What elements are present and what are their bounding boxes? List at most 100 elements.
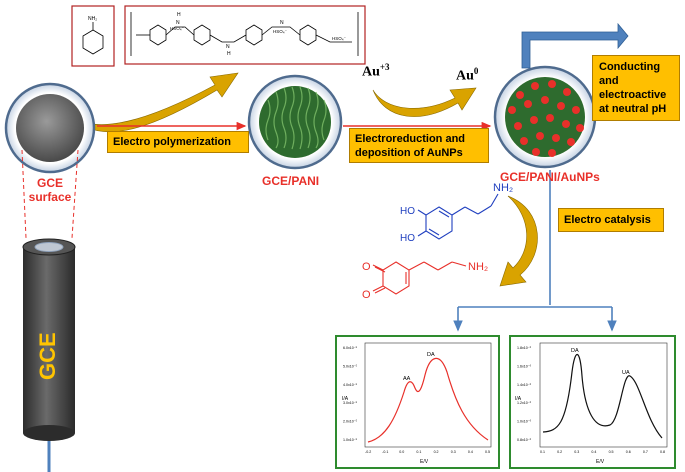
pani-n-3: N <box>280 20 284 26</box>
pani-hso4-3: HSO₄⁻ <box>332 36 347 41</box>
plot-right-x-tick-label: 0.1 <box>540 450 545 454</box>
plot-right-x-tick-label: 0.8 <box>660 450 665 454</box>
plot-left-curve <box>367 357 489 443</box>
quinone-o-1: O <box>362 261 371 273</box>
pani-n-2: N <box>226 44 230 50</box>
plot-left-x-tick-label: -0.2 <box>365 450 371 454</box>
plot-right-peak-da: DA <box>571 348 579 354</box>
plot-left-x-tick-label: 0.5 <box>485 450 490 454</box>
aniline-structure <box>82 22 104 55</box>
plot-right-y-tick-label: 1.0x10⁻⁶ <box>517 420 532 424</box>
gce-pani-disc <box>259 86 331 158</box>
au3-charge: +3 <box>379 62 390 72</box>
plot-left-ylabel: I/A <box>342 396 349 402</box>
gce-pani-aunps-label: GCE/PANI/AuNPs <box>500 170 600 184</box>
pani-hso4-1: HSO₄⁻ <box>170 26 185 31</box>
plot-right-y-tick-label: 1.8x10⁻⁶ <box>517 346 532 350</box>
gce-surface-label: GCE surface <box>22 176 78 204</box>
plot-right-xticks: 0.1 0.2 0.3 0.4 0.5 0.6 0.7 0.8 <box>540 450 665 454</box>
plot-left-x-tick-label: 0.1 <box>416 450 421 454</box>
plot-right-frame <box>509 335 676 469</box>
plot-left-y-tick-label: 5.0x10⁻⁵ <box>343 364 358 368</box>
gce-surface-disc <box>16 94 84 162</box>
dopamine-ho-1: HO <box>400 206 415 217</box>
plot-right-y-tick-label: 1.6x10⁻⁶ <box>517 364 532 368</box>
plot-right-x-tick-label: 0.6 <box>626 450 631 454</box>
gce-pani-label: GCE/PANI <box>262 174 320 188</box>
plot-left-y-tick-label: 2.0x10⁻⁵ <box>343 420 358 424</box>
gold-curve-arrow-1 <box>64 72 239 133</box>
plot-right-y-tick-label: 1.4x10⁻⁶ <box>517 383 532 387</box>
au0-symbol: Au <box>456 68 474 84</box>
gce-surface-label-line1: GCE <box>36 176 63 190</box>
plot-right-x-tick-label: 0.7 <box>643 450 648 454</box>
plot-left-x-tick-label: 0.4 <box>468 450 473 454</box>
dopamine-nh2: NH₂ <box>493 182 513 194</box>
step-conducting-line1: Conducting <box>599 61 661 73</box>
plot-right-axes <box>539 342 668 448</box>
plot-left-x-tick-label: 0.0 <box>399 450 404 454</box>
plot-right-y-tick-label: 0.8x10⁻⁶ <box>517 438 532 442</box>
gce-pani-aunps-disc <box>505 77 585 157</box>
plot-right-x-tick-label: 0.5 <box>609 450 614 454</box>
plot-right-x-tick-label: 0.2 <box>557 450 562 454</box>
pani-structure <box>130 12 359 56</box>
quinone-nh2: NH₂ <box>468 261 488 273</box>
plot-left-yticks: 1.0x10⁻⁵ 2.0x10⁻⁵ 3.0x10⁻⁵ 4.0x10⁻⁵ 5.0x10⁻⁵… <box>343 346 358 442</box>
plot-left-y-tick-label: 6.0x10⁻⁵ <box>343 346 358 350</box>
step-conducting-line4: at neutral pH <box>599 103 667 115</box>
gce-rod-bottom <box>23 425 75 441</box>
pani-texture <box>265 86 327 150</box>
plot-left-peak-da: DA <box>427 352 435 358</box>
gold-curve-arrow-3 <box>499 195 538 287</box>
step-electroreduction-line1: Electroreduction and <box>355 132 466 145</box>
pani-n-1: N <box>176 20 180 26</box>
gold-curve-arrow-2 <box>372 87 477 117</box>
plot-right-xlabel: E/V <box>596 459 605 465</box>
aunp-dots <box>508 80 584 157</box>
plot-right-x-tick-label: 0.4 <box>591 450 596 454</box>
plot-right-ylabel: I/A <box>515 396 522 402</box>
au0-charge: 0 <box>473 66 479 76</box>
quinone-structure <box>372 261 467 295</box>
plot-left-x-tick-label: 0.2 <box>434 450 439 454</box>
dopamine-structure <box>417 193 499 240</box>
step-electro-catalysis: Electro catalysis <box>558 208 664 232</box>
quinone-o-2: O <box>362 289 371 301</box>
plot-left-y-tick-label: 1.0x10⁻⁵ <box>343 438 358 442</box>
step-conducting-line2: and <box>599 75 619 87</box>
step-conducting: Conducting and electroactive at neutral … <box>592 55 680 121</box>
plot-right-y-tick-label: 1.2x10⁻⁶ <box>517 401 532 405</box>
step-electroreduction: Electroreduction and deposition of AuNPs <box>349 128 489 163</box>
pani-box <box>124 5 366 65</box>
plot-right-peak-ua: UA <box>622 370 630 376</box>
step-electro-polymerization: Electro polymerization <box>107 131 249 153</box>
plot-left-x-tick-label: 0.3 <box>451 450 456 454</box>
au3-label: Au+3 <box>362 62 390 81</box>
plot-left-y-tick-label: 3.0x10⁻⁵ <box>343 401 358 405</box>
gce-rod-tip <box>34 242 64 252</box>
plot-left-peak-aa: AA <box>403 376 411 382</box>
plot-right-curve <box>542 353 663 439</box>
blue-bent-arrow <box>521 22 629 69</box>
plot-right-x-tick-label: 0.3 <box>574 450 579 454</box>
step-electroreduction-line2: deposition of AuNPs <box>355 146 463 159</box>
gce-rod-body <box>23 247 75 433</box>
gce-zoom-line-left <box>21 149 27 239</box>
aniline-box <box>71 5 115 67</box>
plot-left-y-tick-label: 4.0x10⁻⁵ <box>343 383 358 387</box>
au3-symbol: Au <box>362 64 380 80</box>
plot-left-axes <box>364 342 492 448</box>
pani-hso4-2: HSO₄⁻ <box>273 29 288 34</box>
gce-rod-label: GCE <box>35 332 60 380</box>
au0-label: Au0 <box>456 66 478 85</box>
pani-h-2: H <box>227 51 231 57</box>
dopamine-ho-2: HO <box>400 233 415 244</box>
gce-surface-label-line2: surface <box>28 190 72 204</box>
plot-left-frame <box>335 335 500 469</box>
aniline-nh2-label: NH₂ <box>88 16 97 22</box>
step-conducting-line3: electroactive <box>599 89 667 101</box>
gce-zoom-line-right <box>71 149 79 239</box>
